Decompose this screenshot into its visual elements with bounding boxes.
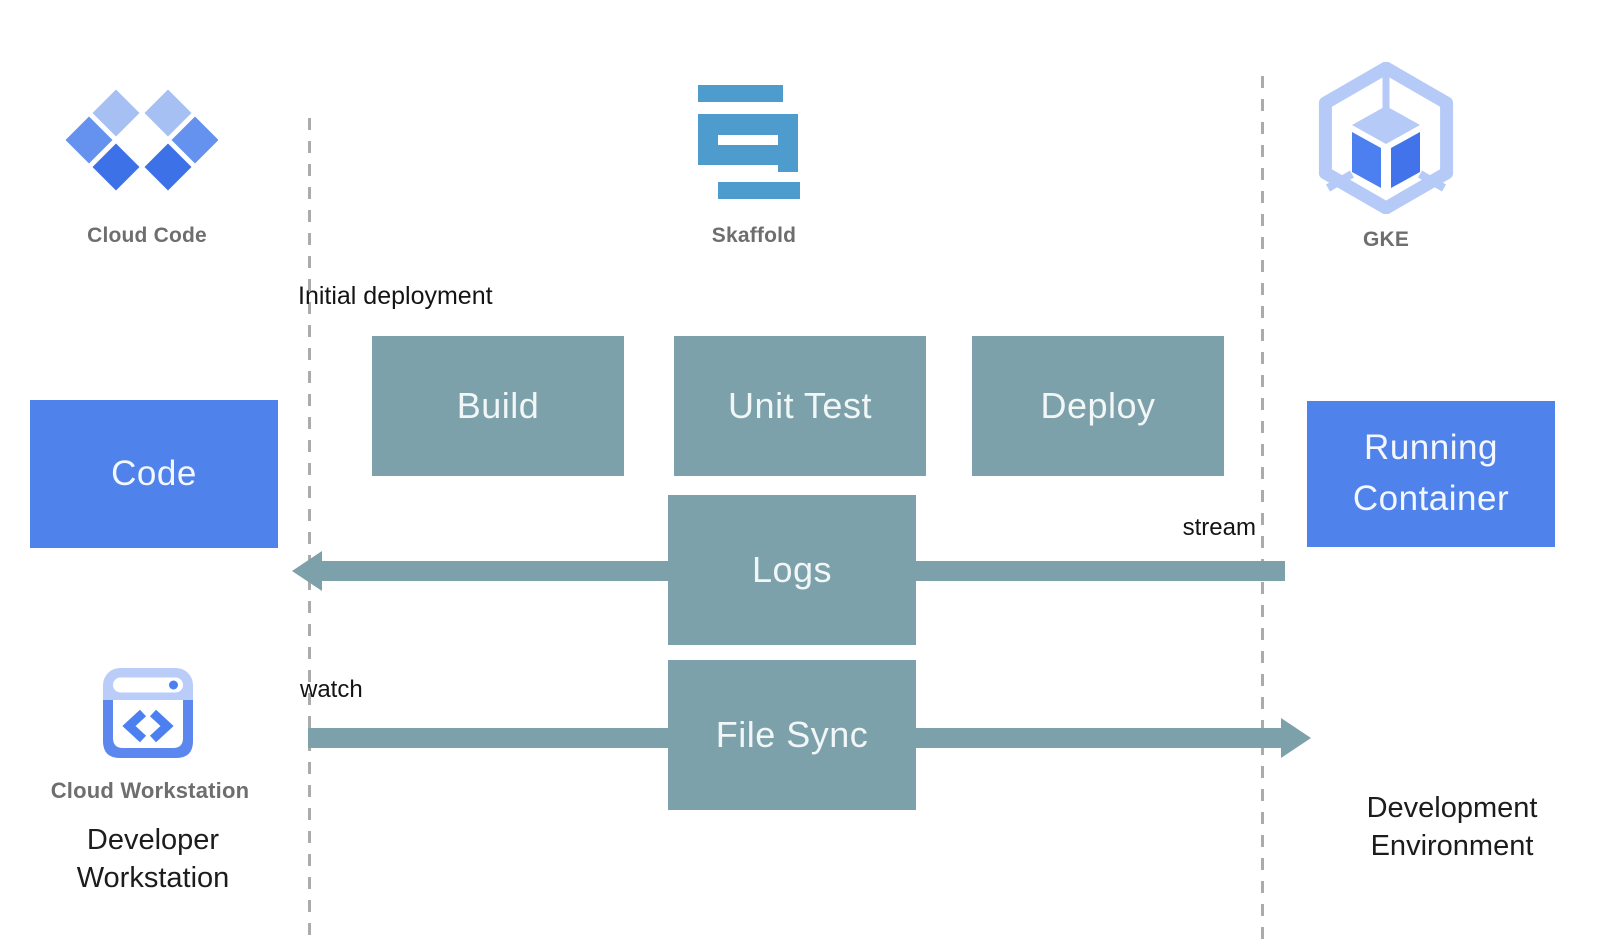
watch-arrowhead-icon: [1281, 718, 1311, 758]
cloud-code-icon: [65, 89, 218, 191]
development-environment-label: Development Environment: [1366, 792, 1538, 862]
build-box: Build: [372, 336, 624, 476]
logs-box-label: Logs: [751, 549, 833, 590]
stream-label: stream: [1182, 514, 1256, 541]
cloud-workstation-label: Cloud Workstation: [50, 778, 250, 803]
skaffold-label: Skaffold: [711, 224, 797, 247]
running-container-box-label: Running Container: [1352, 428, 1510, 518]
unit-test-box: Unit Test: [674, 336, 926, 476]
stream-arrowhead-icon: [292, 551, 322, 591]
skaffold-icon: [698, 85, 800, 199]
gke-label: GKE: [1362, 228, 1410, 251]
deploy-box-label: Deploy: [1040, 385, 1156, 426]
file-sync-box: File Sync: [668, 660, 916, 810]
lane-divider-left: [308, 118, 311, 944]
gke-icon: [1318, 62, 1454, 214]
watch-label: watch: [300, 676, 363, 703]
logs-box: Logs: [668, 495, 916, 645]
running-container-box: Running Container: [1307, 401, 1555, 547]
file-sync-box-label: File Sync: [715, 714, 869, 755]
cloud-workstation-icon: [103, 668, 193, 758]
cloud-code-label: Cloud Code: [87, 224, 207, 247]
deploy-box: Deploy: [972, 336, 1224, 476]
unit-test-box-label: Unit Test: [728, 385, 872, 426]
initial-deployment-label: Initial deployment: [298, 282, 493, 310]
build-box-label: Build: [456, 385, 540, 426]
developer-workstation-label: Developer Workstation: [76, 824, 230, 894]
lane-divider-right: [1261, 76, 1264, 944]
code-box-label: Code: [111, 453, 197, 493]
code-box: Code: [30, 400, 278, 548]
